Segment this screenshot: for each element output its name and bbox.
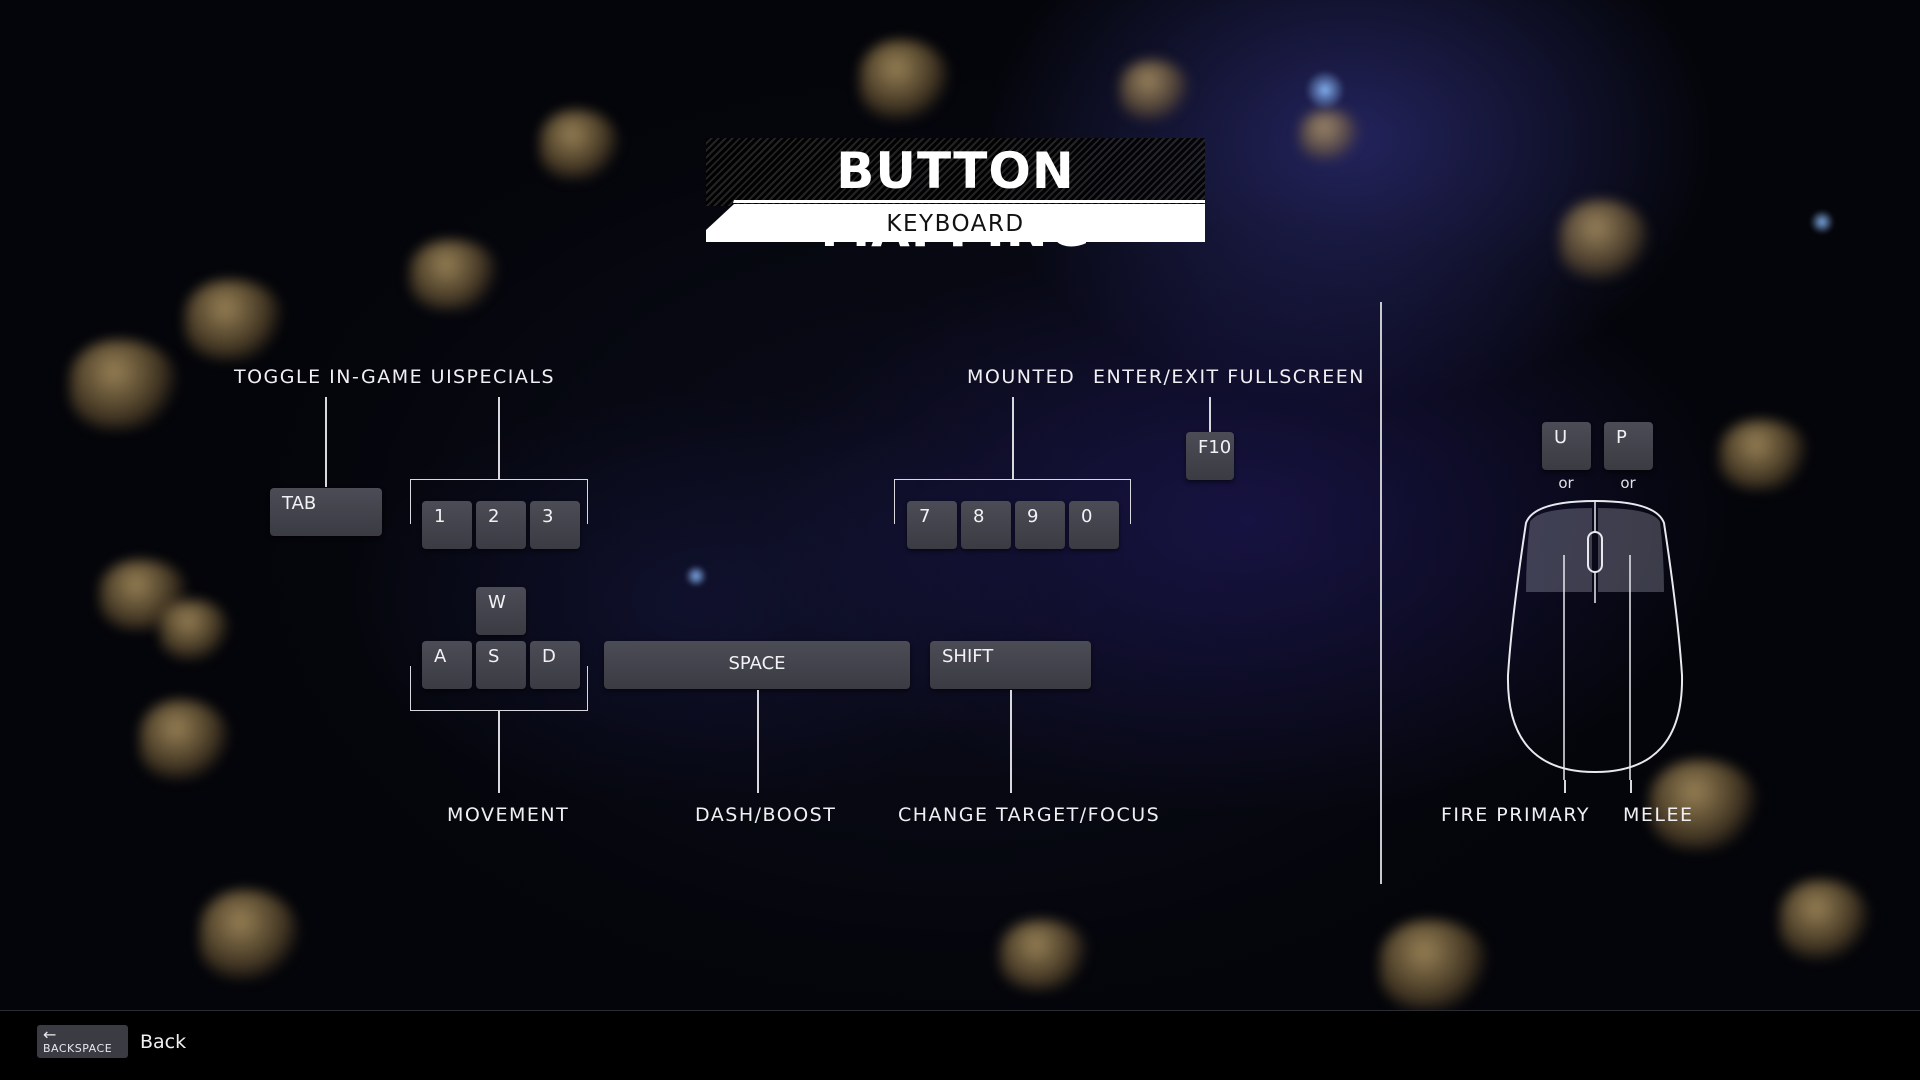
key-u: U: [1542, 422, 1591, 470]
connector-specials: [498, 397, 500, 479]
key-2: 2: [476, 501, 526, 549]
key-9: 9: [1015, 501, 1065, 549]
or-text-right: or: [1620, 474, 1636, 492]
key-7: 7: [907, 501, 957, 549]
mouse-right-button: [1598, 508, 1664, 592]
connector-fire-primary-tail: [1564, 780, 1566, 793]
connector-fullscreen: [1209, 397, 1211, 433]
key-w: W: [476, 587, 526, 635]
key-p: P: [1604, 422, 1653, 470]
key-d: D: [530, 641, 580, 689]
back-button[interactable]: ← BACKSPACE: [37, 1025, 128, 1058]
page-subtitle: KEYBOARD: [886, 211, 1025, 237]
connector-toggle-ui: [325, 397, 327, 487]
bracket-mounted: [894, 479, 1131, 524]
key-shift: SHIFT: [930, 641, 1091, 689]
mouse-icon: [1506, 499, 1684, 780]
title-backdrop: [706, 138, 1205, 206]
key-f10: F10: [1186, 432, 1234, 480]
key-a: A: [422, 641, 472, 689]
key-1: 1: [422, 501, 472, 549]
back-arrow-icon: ←: [43, 1025, 57, 1044]
connector-change-target: [1010, 690, 1012, 793]
label-mounted: MOUNTED: [967, 366, 1076, 388]
label-toggle-ui: TOGGLE IN-GAME UI: [234, 366, 454, 388]
bracket-specials: [410, 479, 588, 524]
connector-dash: [757, 690, 759, 793]
key-8: 8: [961, 501, 1011, 549]
label-dash: DASH/BOOST: [695, 804, 837, 826]
key-space: SPACE: [604, 641, 910, 689]
mouse-left-button: [1526, 508, 1592, 592]
or-text-left: or: [1558, 474, 1574, 492]
label-movement: MOVEMENT: [447, 804, 570, 826]
footer-bar: ← BACKSPACE Back: [0, 1010, 1920, 1080]
backspace-key-label: BACKSPACE: [43, 1042, 113, 1055]
connector-movement: [498, 711, 500, 793]
key-s: S: [476, 641, 526, 689]
key-0: 0: [1069, 501, 1119, 549]
label-specials: SPECIALS: [453, 366, 556, 388]
section-divider: [1380, 302, 1382, 884]
title-banner: BUTTON MAPPING KEYBOARD: [706, 138, 1205, 258]
label-change-target: CHANGE TARGET/FOCUS: [898, 804, 1161, 826]
label-melee: MELEE: [1623, 804, 1694, 826]
key-tab: TAB: [270, 488, 382, 536]
bracket-movement: [410, 666, 588, 711]
connector-mounted: [1012, 397, 1014, 479]
back-label[interactable]: Back: [140, 1031, 187, 1053]
key-3: 3: [530, 501, 580, 549]
label-fullscreen: ENTER/EXIT FULLSCREEN: [1093, 366, 1365, 388]
label-fire-primary: FIRE PRIMARY: [1441, 804, 1591, 826]
subtitle-bar: [706, 204, 1205, 242]
connector-melee-tail: [1630, 780, 1632, 793]
title-divider: [733, 200, 1205, 203]
